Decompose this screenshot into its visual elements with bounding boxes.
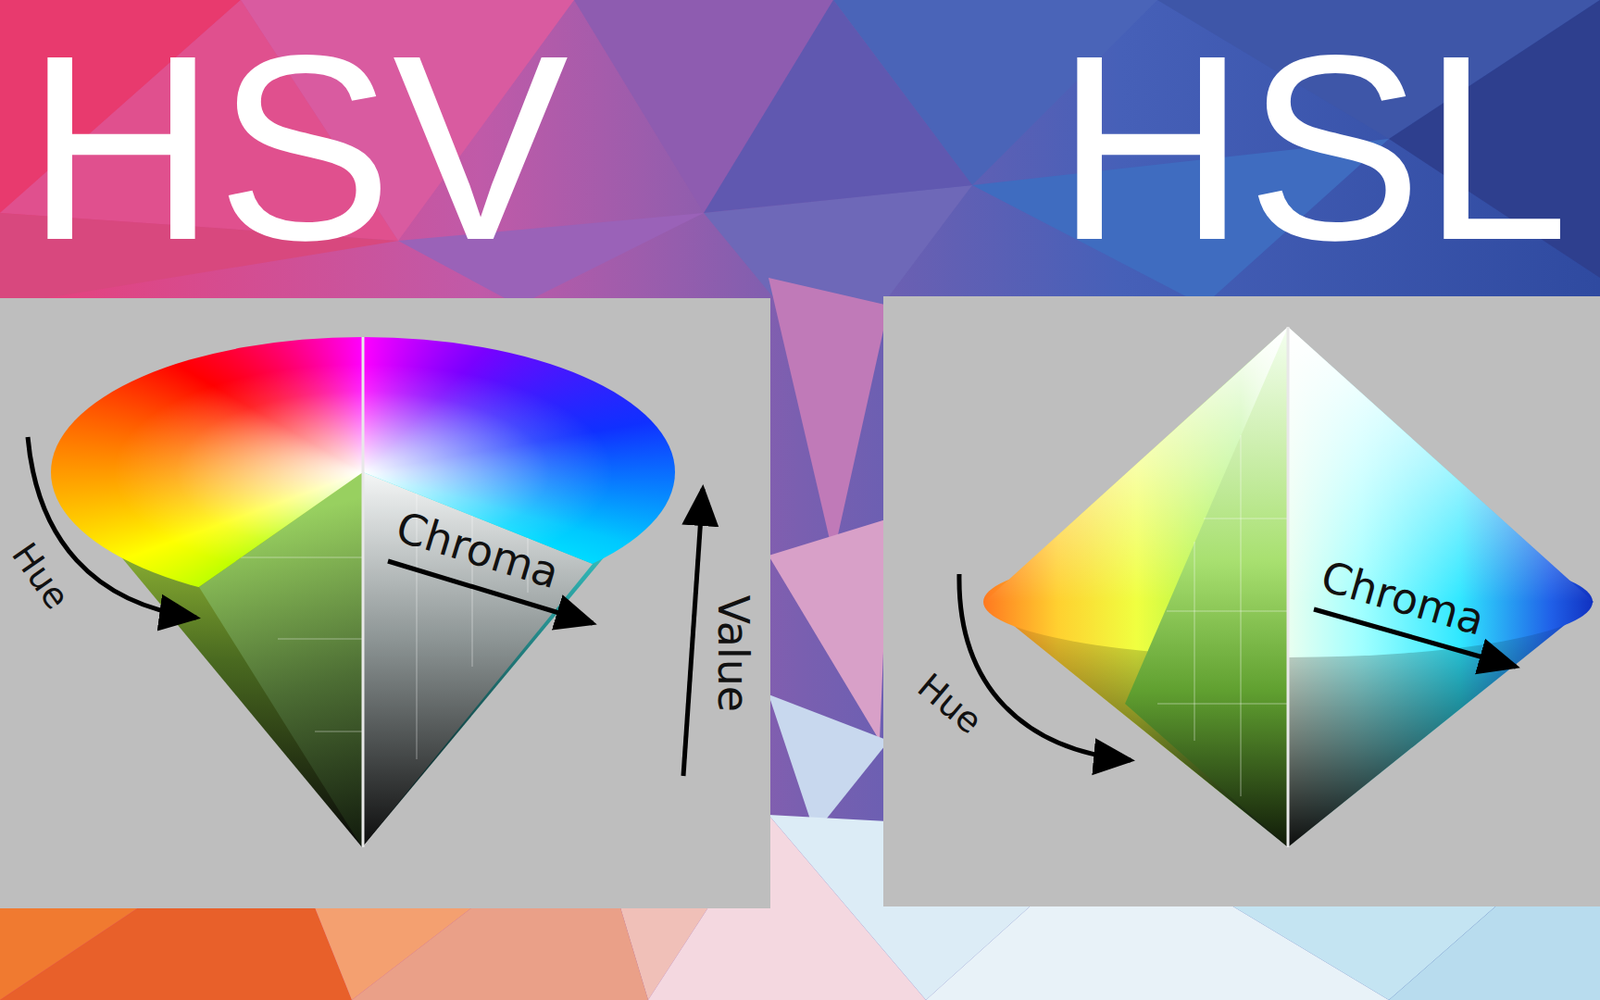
value-arrow: [683, 488, 703, 776]
facet: [768, 277, 889, 556]
facet: [703, 0, 973, 213]
lightness-axis-line: [1287, 326, 1290, 848]
plane-grid: [1157, 435, 1288, 797]
color-model-panel: HSLHueChroma: [883, 296, 1600, 907]
grid-line: [314, 730, 363, 733]
model-heading: HSL: [1055, 15, 1569, 280]
grid-line: [277, 637, 363, 640]
axis-label: Hue: [6, 537, 76, 615]
model-heading: HSV: [25, 15, 569, 280]
grid-line: [1166, 610, 1288, 613]
axis-label: Value: [712, 595, 755, 713]
color-model-panel: HSVHueChromaValue: [0, 298, 771, 909]
grid-line: [1239, 435, 1242, 797]
grid-line: [240, 556, 363, 559]
grid-line: [1157, 702, 1288, 705]
grid-line: [1193, 541, 1196, 741]
hsl-bicone: [983, 326, 1594, 848]
cut-plane-green: [1125, 326, 1288, 848]
facet: [768, 694, 889, 834]
axis-label: Chroma: [1316, 554, 1489, 642]
grid-line: [1203, 517, 1288, 520]
value-axis-line: [362, 337, 365, 848]
hue-arrow: [959, 574, 1131, 761]
axis-label: Hue: [912, 667, 989, 740]
axis-label: Chroma: [391, 505, 564, 596]
hsv-panel-ground: [0, 298, 771, 909]
hsl-panel-ground: [883, 296, 1600, 907]
